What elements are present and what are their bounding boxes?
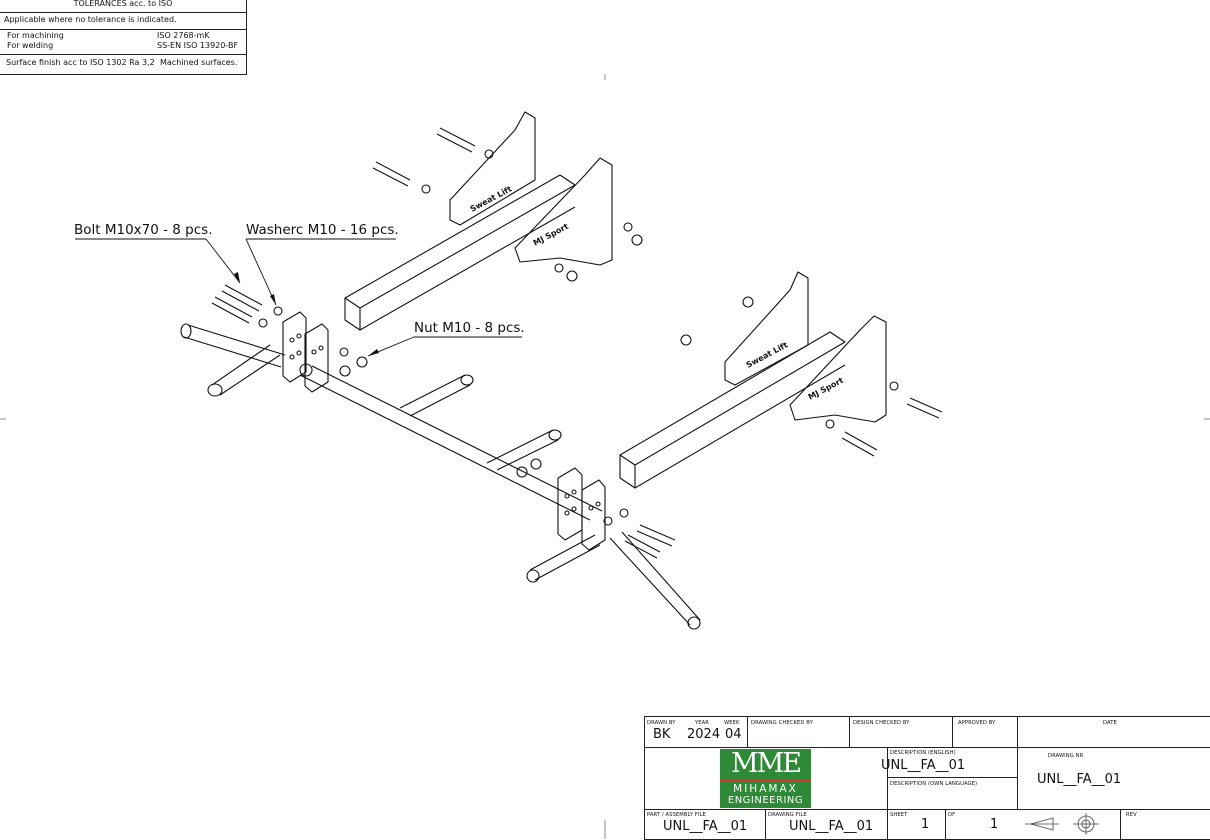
date-label: DATE bbox=[1103, 720, 1117, 726]
finish-value: Machined surfaces. bbox=[160, 58, 238, 68]
sheet-label: SHEET bbox=[890, 812, 908, 818]
drawing-nr-value: UNL__FA__01 bbox=[1037, 772, 1122, 787]
tolerance-block: TOLERANCES acc. to ISO Applicable where … bbox=[0, 0, 247, 75]
welding-value: SS-EN ISO 13920-BF bbox=[157, 41, 239, 50]
tb-rule bbox=[1017, 717, 1018, 809]
drawing-file-label: DRAWING FILE bbox=[768, 812, 807, 818]
right-plate-b bbox=[581, 479, 606, 551]
logo-red-bar bbox=[720, 779, 811, 782]
callout-bolt: Bolt M10x70 - 8 pcs. bbox=[74, 222, 213, 238]
of-value: 1 bbox=[990, 817, 999, 832]
logo-line-1: MIHAMAX bbox=[733, 783, 798, 795]
tb-rule bbox=[765, 809, 766, 839]
plate-text-upper-rear: Sweat Lift bbox=[469, 184, 514, 213]
tb-rule bbox=[1120, 809, 1121, 839]
upper-bracket-front bbox=[514, 157, 613, 266]
tolerance-specs: For machining ISO 2768-mK For welding SS… bbox=[0, 29, 246, 55]
right-handle-upper bbox=[529, 534, 601, 581]
desc-en-label: DESCRIPTION (ENGLISH) bbox=[890, 750, 956, 756]
surface-finish: Surface finish acc to ISO 1302 Ra 3,2 Ma… bbox=[0, 54, 246, 73]
design-checked-label: DESIGN CHECKED BY bbox=[853, 720, 910, 726]
welding-label: For welding bbox=[7, 41, 54, 50]
plate-text-lower-rear: Sweat Lift bbox=[745, 340, 790, 369]
bolt-7 bbox=[636, 524, 676, 547]
title-block: DRAWN BY BK YEAR 2024 WEEK 04 DRAWING CH… bbox=[644, 716, 1210, 840]
drawing-file-value: UNL__FA__01 bbox=[789, 819, 874, 834]
upper-tube bbox=[344, 174, 576, 331]
week-label: WEEK bbox=[724, 720, 740, 726]
logo-line-2: ENGINEERING bbox=[727, 795, 804, 806]
drawing-checked-label: DRAWING CHECKED BY bbox=[751, 720, 813, 726]
left-handle-lower bbox=[211, 344, 281, 396]
company-logo: MME MIHAMAX ENGINEERING bbox=[720, 749, 811, 808]
desc-en-value: UNL__FA__01 bbox=[881, 758, 966, 773]
tb-rule bbox=[645, 747, 1210, 748]
of-label: OF bbox=[948, 812, 956, 818]
sheet-value: 1 bbox=[921, 817, 930, 832]
year-label: YEAR bbox=[695, 720, 709, 726]
bolt-6 bbox=[841, 431, 878, 457]
tb-rule bbox=[945, 809, 946, 839]
tolerance-applicable: Applicable where no tolerance is indicat… bbox=[0, 12, 246, 30]
projection-symbol-icon bbox=[1025, 813, 1099, 835]
plate-text-upper-front: MJ Sport bbox=[532, 222, 570, 248]
upper-bracket-rear bbox=[449, 111, 536, 226]
plate-text-lower-front: MJ Sport bbox=[807, 376, 845, 402]
left-handle-upper bbox=[183, 324, 286, 368]
bolt-4 bbox=[211, 296, 253, 324]
tb-rule bbox=[645, 809, 1210, 810]
drawn-by-value: BK bbox=[653, 727, 671, 742]
bolt-1 bbox=[436, 127, 476, 153]
machining-value: ISO 2768-mK bbox=[157, 31, 210, 40]
washers bbox=[258, 149, 899, 526]
drawing-nr-label: DRAWING NR bbox=[1048, 753, 1084, 759]
nuts bbox=[339, 234, 754, 478]
tb-rule bbox=[952, 717, 953, 747]
callout-washer: Washerc M10 - 16 pcs. bbox=[246, 222, 399, 238]
tb-rule bbox=[887, 777, 1017, 778]
bolt-3 bbox=[221, 284, 263, 312]
left-plate-a bbox=[282, 311, 307, 383]
right-plate-a bbox=[557, 467, 583, 541]
tb-rule bbox=[887, 747, 888, 839]
tolerance-title: TOLERANCES acc. to ISO bbox=[0, 0, 246, 13]
lower-bracket-rear bbox=[724, 271, 809, 386]
tb-rule bbox=[849, 717, 850, 747]
drawn-by-label: DRAWN BY bbox=[647, 720, 676, 726]
desc-own-label: DESCRIPTION (OWN LANGUAGE) bbox=[890, 781, 978, 787]
tb-rule bbox=[747, 717, 748, 747]
part-file-label: PART / ASSEMBLY FILE bbox=[647, 812, 706, 818]
finish-label: Surface finish acc to ISO 1302 Ra 3,2 bbox=[6, 58, 155, 68]
part-file-value: UNL__FA__01 bbox=[663, 819, 748, 834]
lower-bracket-front bbox=[789, 315, 887, 423]
week-value: 04 bbox=[725, 727, 742, 742]
callout-nut: Nut M10 - 8 pcs. bbox=[414, 320, 525, 336]
main-bar bbox=[299, 365, 603, 521]
bolt-8 bbox=[624, 534, 661, 559]
logo-mark: MME bbox=[730, 748, 802, 779]
mid-grip-left bbox=[399, 374, 471, 417]
lower-tube bbox=[619, 331, 846, 489]
plate-holes bbox=[289, 333, 601, 516]
machining-label: For machining bbox=[7, 31, 64, 40]
bolt-2 bbox=[372, 161, 411, 187]
approved-label: APPROVED BY bbox=[958, 720, 996, 726]
left-plate-b bbox=[304, 323, 329, 393]
rev-label: REV bbox=[1126, 812, 1137, 818]
right-handle-lower bbox=[609, 531, 701, 626]
bolt-5 bbox=[906, 397, 943, 419]
year-value: 2024 bbox=[687, 727, 721, 742]
mid-grip-right bbox=[486, 429, 559, 471]
